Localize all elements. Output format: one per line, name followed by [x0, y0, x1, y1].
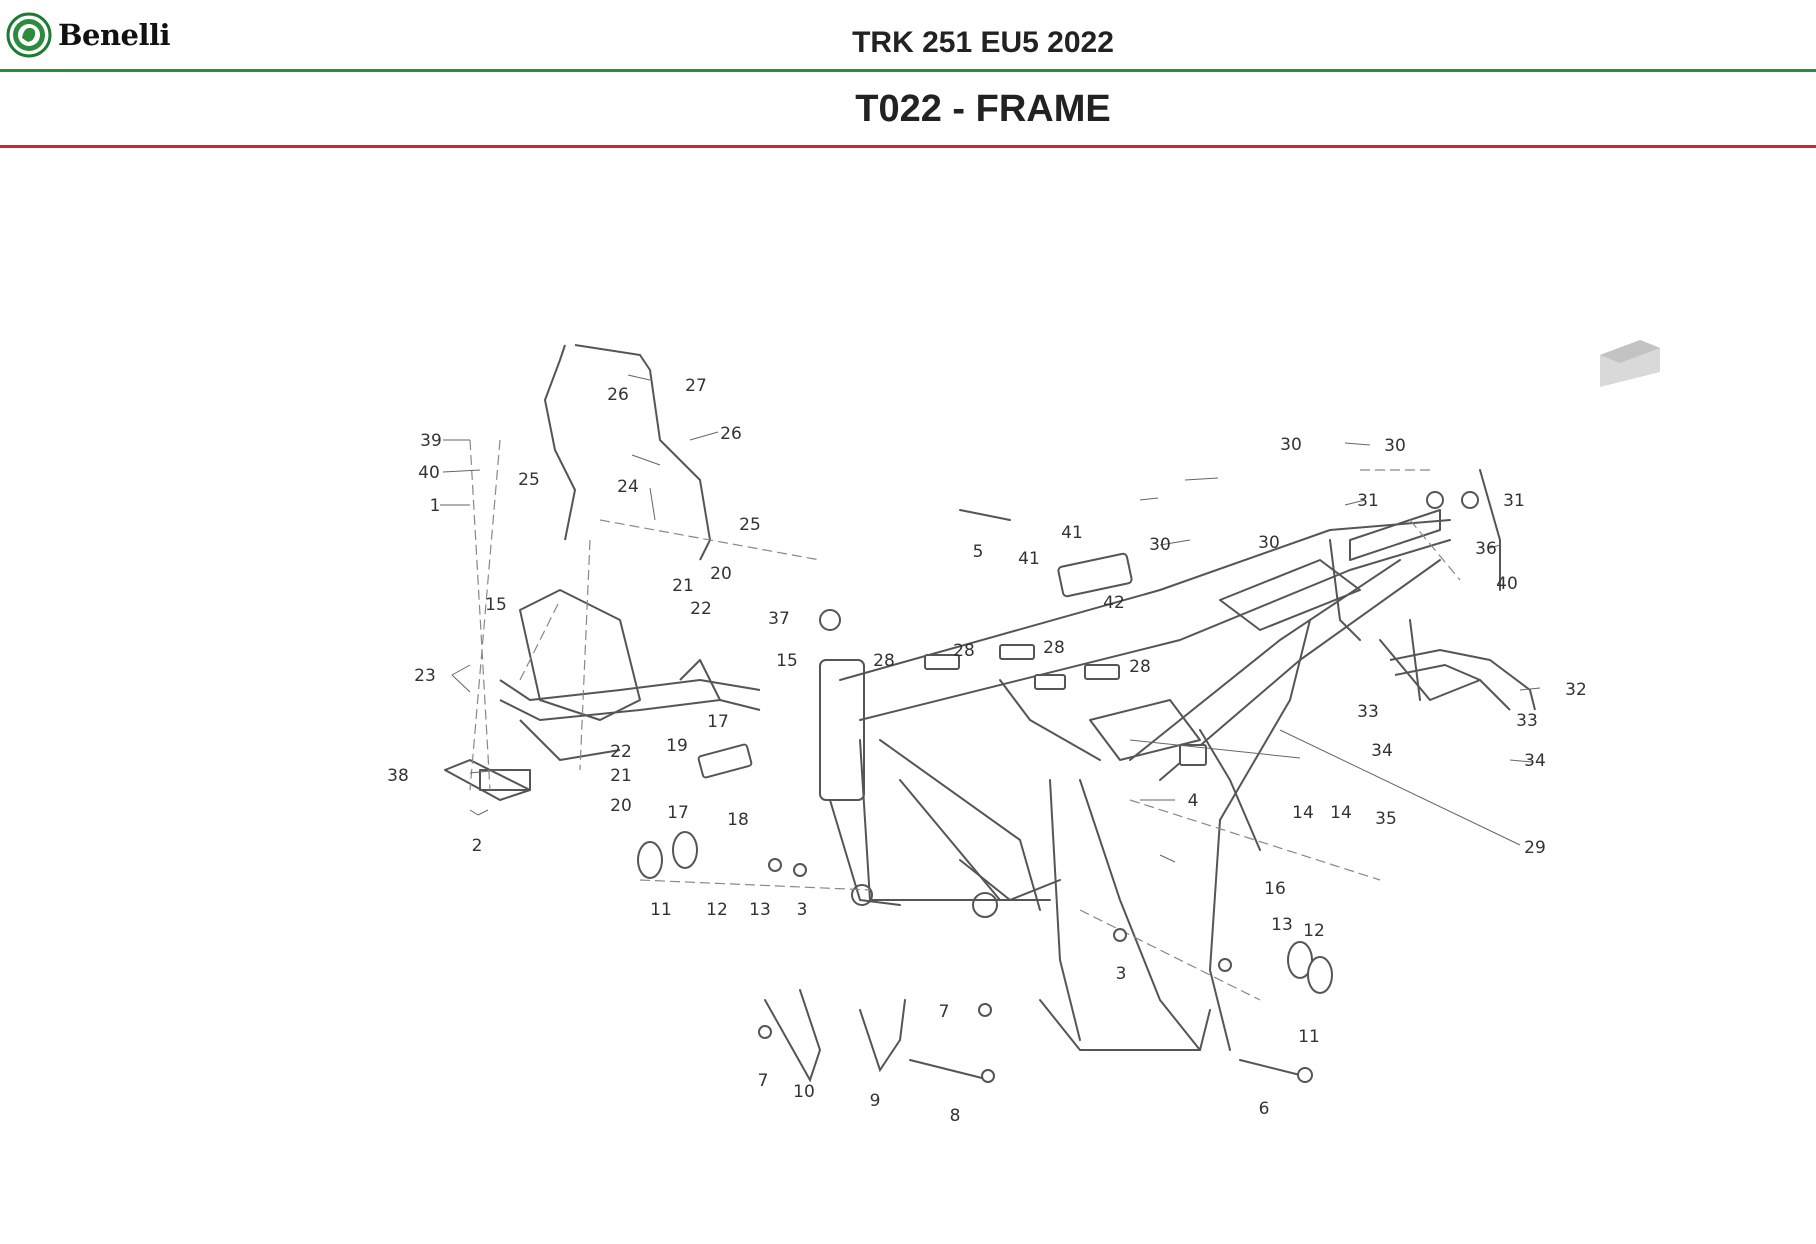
- callout-26: 26: [720, 424, 742, 444]
- callout-21: 21: [610, 766, 632, 786]
- callout-21: 21: [672, 576, 694, 596]
- callout-33: 33: [1357, 702, 1379, 722]
- brand-name: Benelli: [58, 18, 171, 52]
- callout-28: 28: [1043, 638, 1065, 658]
- callout-12: 12: [706, 900, 728, 920]
- callout-4: 4: [1188, 791, 1199, 811]
- callout-42: 42: [1103, 593, 1125, 613]
- callout-40: 40: [418, 463, 440, 483]
- callout-28: 28: [873, 651, 895, 671]
- callout-3: 3: [1116, 964, 1127, 984]
- callout-34: 34: [1371, 741, 1393, 761]
- callout-36: 36: [1475, 539, 1497, 559]
- callout-35: 35: [1375, 809, 1397, 829]
- callout-23: 23: [414, 666, 436, 686]
- callout-13: 13: [749, 900, 771, 920]
- callout-7: 7: [939, 1002, 950, 1022]
- callout-11: 11: [650, 900, 672, 920]
- callout-30: 30: [1149, 535, 1171, 555]
- callout-26: 26: [607, 385, 629, 405]
- callout-37: 37: [768, 609, 790, 629]
- callout-28: 28: [953, 641, 975, 661]
- callout-numbers: 1 2 3 3 4 5 6 7 7 8 9 10 11 11 11 12 12 …: [387, 376, 1587, 1126]
- header-divider-red: [0, 145, 1816, 148]
- exploded-frame-diagram: 1 2 3 3 4 5 6 7 7 8 9 10 11 11 11 12 12 …: [0, 150, 1816, 1239]
- callout-15: 15: [776, 651, 798, 671]
- callout-30: 30: [1384, 436, 1406, 456]
- callout-17: 17: [667, 803, 689, 823]
- callout-41: 41: [1018, 549, 1040, 569]
- frame-parts-drawing: 1 2 3 3 4 5 6 7 7 8 9 10 11 11 11 12 12 …: [387, 340, 1660, 1126]
- callout-39: 39: [420, 431, 442, 451]
- brand-logo: Benelli: [6, 12, 171, 58]
- callout-16: 16: [1264, 879, 1286, 899]
- callout-38: 38: [387, 766, 409, 786]
- callout-40: 40: [1496, 574, 1518, 594]
- callout-24: 24: [617, 477, 639, 497]
- callout-31: 31: [1503, 491, 1525, 511]
- callout-14: 14: [1292, 803, 1314, 823]
- callout-12: 12: [1303, 921, 1325, 941]
- callout-20: 20: [610, 796, 632, 816]
- callout-17: 17: [707, 712, 729, 732]
- callout-22: 22: [610, 742, 632, 762]
- page-header: Benelli TRK 251 EU5 2022: [0, 0, 1816, 71]
- header-divider-green: [0, 69, 1816, 72]
- callout-9: 9: [870, 1091, 881, 1111]
- callout-41: 41: [1061, 523, 1083, 543]
- callout-3: 3: [797, 900, 808, 920]
- callout-6: 6: [1259, 1099, 1270, 1119]
- callout-30: 30: [1280, 435, 1302, 455]
- front-direction-arrow-icon: [1600, 340, 1660, 387]
- callout-15: 15: [485, 595, 507, 615]
- callout-29: 29: [1524, 838, 1546, 858]
- section-title: T022 - FRAME: [855, 88, 1111, 130]
- callout-33: 33: [1516, 711, 1538, 731]
- callout-7: 7: [758, 1071, 769, 1091]
- callout-10: 10: [793, 1082, 815, 1102]
- callout-20: 20: [710, 564, 732, 584]
- callout-8: 8: [950, 1106, 961, 1126]
- callout-18: 18: [727, 810, 749, 830]
- callout-32: 32: [1565, 680, 1587, 700]
- callout-27: 27: [685, 376, 707, 396]
- callout-30: 30: [1258, 533, 1280, 553]
- callout-22: 22: [690, 599, 712, 619]
- callout-19: 19: [666, 736, 688, 756]
- benelli-lion-logo-icon: [6, 12, 52, 58]
- callout-31: 31: [1357, 491, 1379, 511]
- callout-1: 1: [430, 496, 441, 516]
- callout-25: 25: [518, 470, 540, 490]
- callout-11: 11: [1298, 1027, 1320, 1047]
- callout-5: 5: [973, 542, 984, 562]
- callout-34: 34: [1524, 751, 1546, 771]
- callout-28: 28: [1129, 657, 1151, 677]
- callout-2: 2: [472, 836, 483, 856]
- model-title: TRK 251 EU5 2022: [852, 26, 1114, 59]
- callout-13: 13: [1271, 915, 1293, 935]
- callout-25: 25: [739, 515, 761, 535]
- callout-14: 14: [1330, 803, 1352, 823]
